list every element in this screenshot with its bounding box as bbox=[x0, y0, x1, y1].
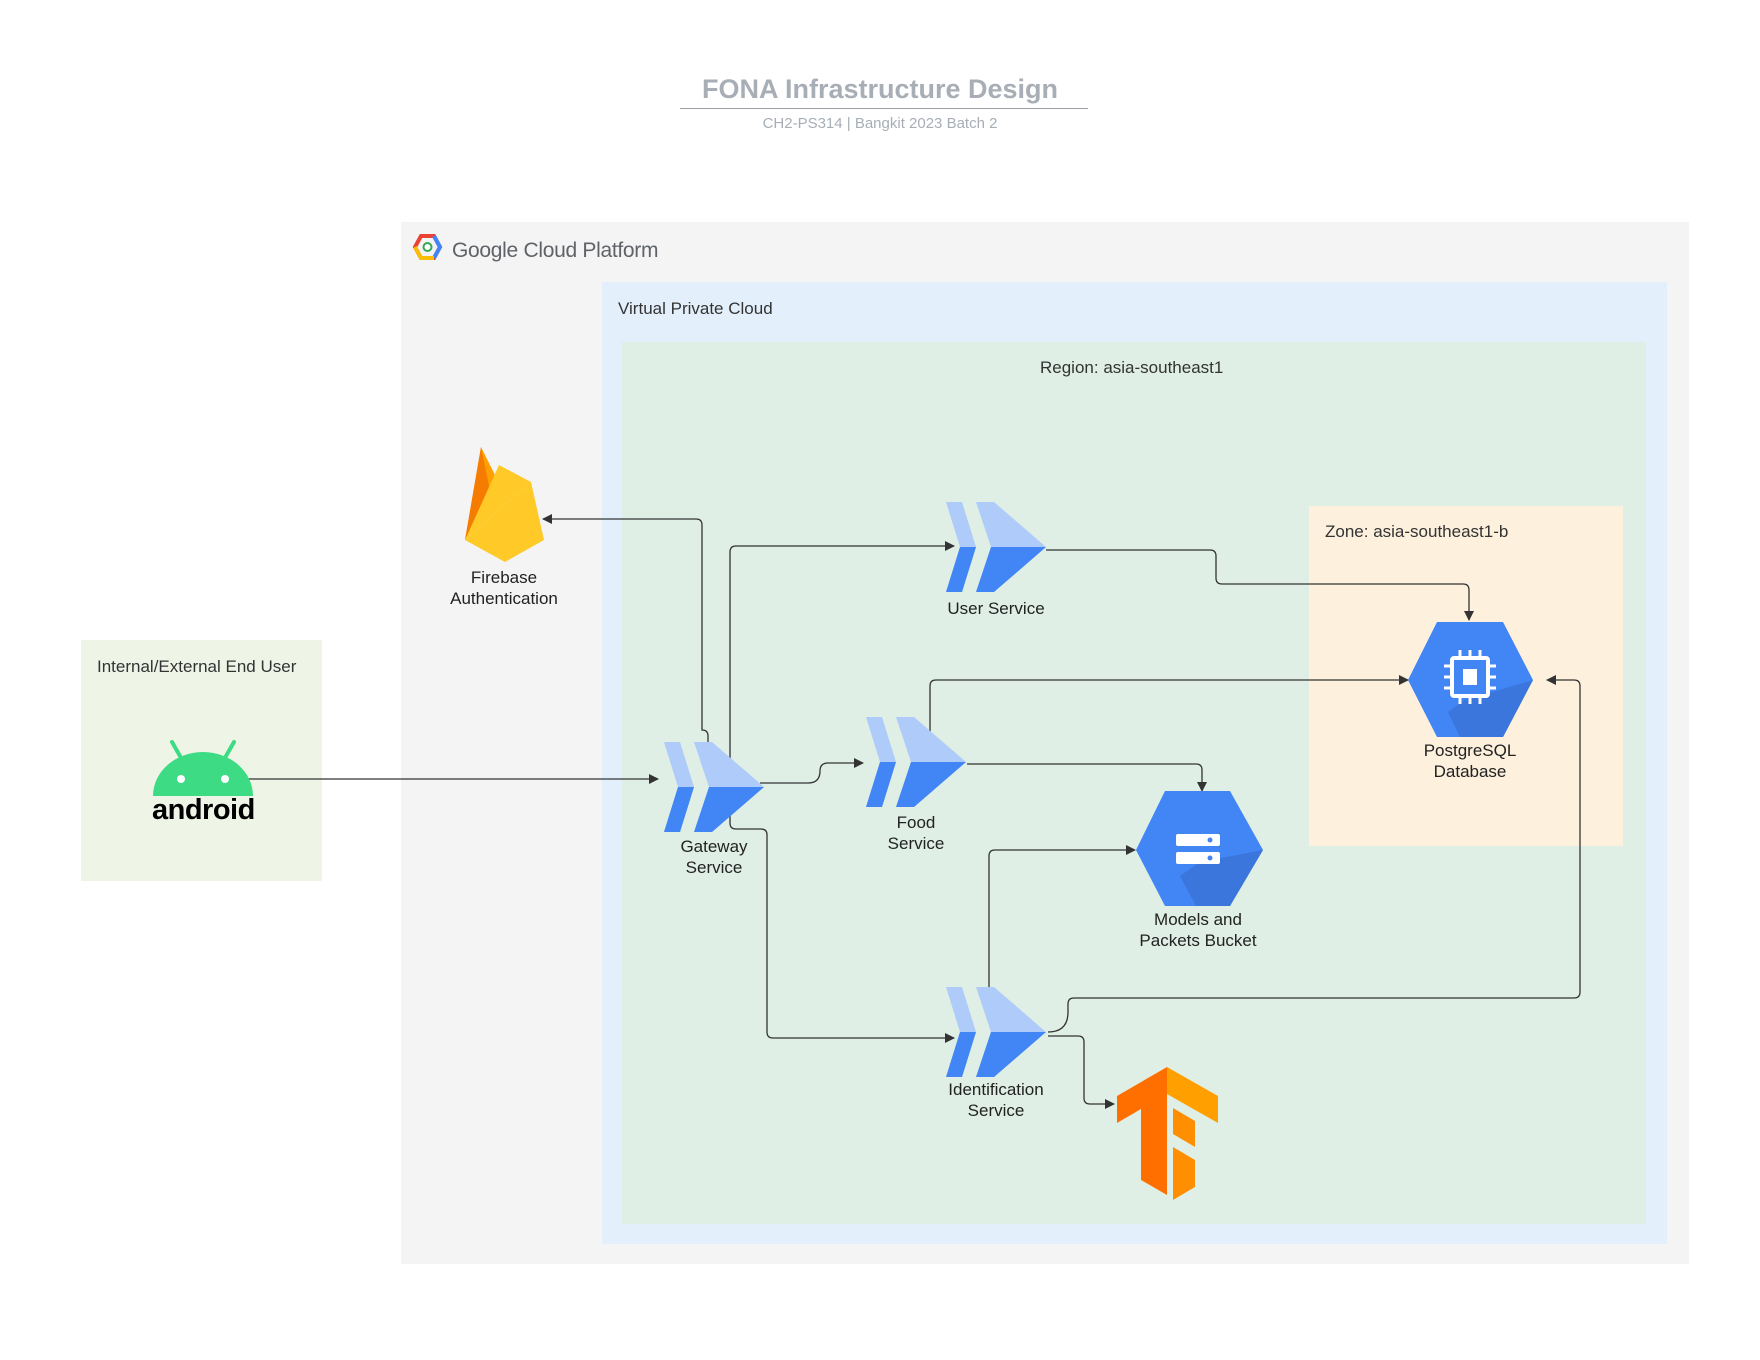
edge-identification-tensorflow bbox=[1048, 1035, 1115, 1109]
cloud-sql-icon bbox=[1408, 622, 1533, 737]
gateway-service-label: Gateway Service bbox=[634, 836, 794, 878]
edge-identification-postgres bbox=[1047, 675, 1581, 1033]
region-label: Region: asia-southeast1 bbox=[1040, 358, 1224, 377]
edge-food-postgres bbox=[929, 675, 1409, 735]
user-cloud-run-icon bbox=[946, 502, 1046, 592]
zone-label: Zone: asia-southeast1-b bbox=[1325, 522, 1509, 541]
gcp-label-google: Google bbox=[452, 239, 518, 262]
food-cloud-run-icon bbox=[866, 717, 966, 807]
edge-food-bucket bbox=[967, 763, 1207, 792]
edge-gateway-identification bbox=[729, 792, 955, 1043]
bucket-label-line1: Models and bbox=[1154, 910, 1242, 929]
food-service-label: Food Service bbox=[836, 812, 996, 854]
edge-gateway-firebase bbox=[542, 514, 709, 764]
gateway-cloud-run-icon bbox=[664, 742, 764, 832]
firebase-label-line1: Firebase bbox=[470, 568, 538, 587]
edge-gateway-food bbox=[760, 758, 864, 784]
edge-user-postgres bbox=[1046, 549, 1474, 621]
bucket-label-line2: Packets Bucket bbox=[1139, 931, 1257, 950]
tensorflow-icon bbox=[1117, 1067, 1218, 1200]
identification-label-line2: Service bbox=[967, 1101, 1025, 1120]
postgres-label-line1: PostgreSQL bbox=[1423, 741, 1517, 760]
postgres-label-line2: Database bbox=[1433, 762, 1507, 781]
gateway-label-line2: Service bbox=[685, 858, 743, 877]
page-title: FONA Infrastructure Design bbox=[701, 74, 1059, 104]
firebase-icon bbox=[465, 447, 544, 562]
cloud-storage-icon bbox=[1136, 791, 1263, 906]
user-service-label: User Service bbox=[947, 599, 1045, 618]
android-wordmark: android bbox=[152, 794, 255, 826]
postgres-label: PostgreSQL Database bbox=[1390, 740, 1550, 782]
edge-identification-bucket bbox=[988, 845, 1136, 995]
gateway-label-line1: Gateway bbox=[680, 837, 748, 856]
vpc-label: Virtual Private Cloud bbox=[618, 299, 773, 318]
title-divider bbox=[680, 108, 1088, 109]
identification-service-label: Identification Service bbox=[916, 1079, 1076, 1121]
gcp-label: Google Cloud Platform bbox=[452, 239, 658, 263]
gcp-logo-icon bbox=[412, 234, 443, 260]
end-user-label: Internal/External End User bbox=[97, 657, 297, 676]
firebase-label: Firebase Authentication bbox=[424, 567, 584, 609]
food-label-line2: Service bbox=[887, 834, 945, 853]
identification-label-line1: Identification bbox=[948, 1080, 1044, 1099]
gcp-label-rest: Cloud Platform bbox=[523, 239, 659, 262]
firebase-label-line2: Authentication bbox=[450, 589, 558, 608]
identification-cloud-run-icon bbox=[946, 987, 1046, 1077]
food-label-line1: Food bbox=[896, 813, 936, 832]
page-subtitle: CH2-PS314 | Bangkit 2023 Batch 2 bbox=[762, 115, 998, 132]
edge-gateway-user bbox=[729, 541, 955, 762]
android-icon bbox=[153, 740, 253, 796]
bucket-label: Models and Packets Bucket bbox=[1118, 909, 1278, 951]
